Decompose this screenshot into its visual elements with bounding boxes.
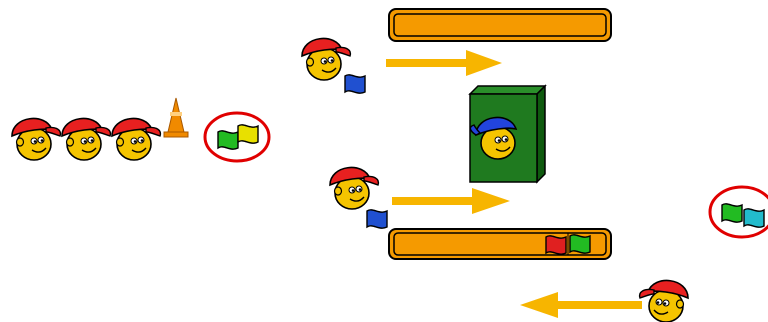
held-flags-right-circle	[708, 185, 768, 239]
held-flags-left-circle	[203, 111, 271, 163]
bottom-buffer-red-flag-icon	[545, 235, 567, 255]
traffic-cone-icon	[163, 97, 189, 138]
waiting-kid-2-icon	[61, 117, 112, 161]
yellow-flag-icon	[237, 124, 259, 144]
top-kid-blue-flag-icon	[344, 74, 366, 94]
waiting-kid-1-icon	[11, 117, 62, 161]
bottom-buffer-bar	[388, 228, 612, 260]
top-buffer-bar	[388, 8, 612, 42]
top-arrow-right	[386, 50, 502, 76]
top-kid-icon	[301, 37, 352, 81]
right-cyan-flag-icon	[743, 208, 765, 228]
bottom-kid-icon	[638, 279, 689, 322]
middle-arrow-right	[392, 188, 510, 214]
bottom-arrow-left	[520, 292, 642, 318]
bottom-buffer-green-flag-icon	[569, 234, 591, 254]
right-green-flag-icon	[721, 203, 743, 223]
mid-kid-icon	[329, 166, 380, 210]
green-flag-icon	[217, 130, 239, 150]
mid-kid-blue-flag-icon	[366, 209, 388, 229]
waiting-kid-3-icon	[111, 117, 162, 161]
